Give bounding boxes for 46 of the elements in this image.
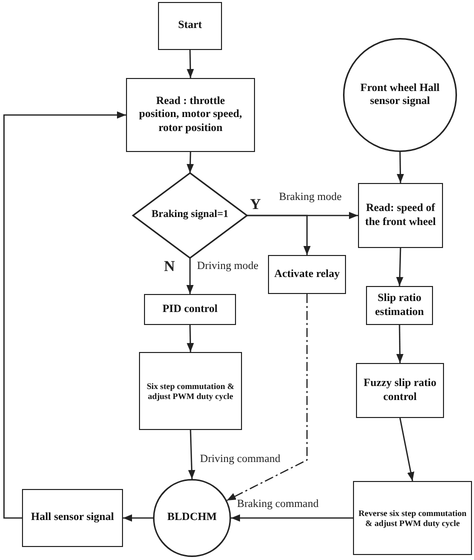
node-text: PID control	[162, 302, 218, 316]
arrow	[123, 514, 153, 522]
arrow	[188, 430, 196, 480]
arrow	[186, 50, 194, 78]
edge-label: Driving command	[199, 453, 282, 466]
node-text: Slip ratio estimation	[374, 292, 425, 319]
node-text: Braking signal=1	[152, 209, 228, 222]
process-box	[158, 2, 222, 50]
node-text: Fuzzy slip ratio control	[362, 377, 438, 404]
process-box	[366, 286, 433, 325]
arrow	[396, 152, 404, 184]
process-box	[268, 255, 346, 294]
process-box	[358, 183, 443, 248]
circle-node	[343, 38, 457, 152]
arrow	[396, 248, 404, 286]
process-box	[356, 363, 444, 418]
arrow	[186, 258, 194, 294]
arrow	[396, 325, 404, 363]
node-text: Read: speed of the front wheel	[364, 202, 437, 229]
decision-diamond	[133, 173, 247, 258]
process-box	[139, 352, 242, 430]
edge-label: Braking command	[236, 498, 320, 511]
node-text: Six step commutation & adjust PWM duty cycle	[146, 380, 236, 402]
dashed-arrow	[226, 294, 308, 501]
arrow	[231, 514, 353, 522]
arrow	[186, 324, 194, 352]
arrow	[186, 152, 194, 174]
node-text: Activate relay	[274, 268, 340, 282]
node-text: BLDCHM	[167, 511, 217, 525]
node-text: Read : throttle position, motor speed, rotor position	[138, 95, 244, 135]
node-text: Hall sensor signal	[31, 511, 114, 525]
process-box	[144, 294, 236, 325]
branch-label: N	[164, 260, 175, 275]
edge-label: Braking mode	[278, 191, 343, 204]
arrow	[3, 111, 126, 519]
edge-label: Driving mode	[196, 260, 260, 273]
process-box	[22, 489, 123, 547]
node-text: Start	[178, 19, 202, 33]
branch-label: Y	[250, 198, 261, 213]
node-text: Front wheel Hall sensor signal	[359, 82, 441, 108]
arrow	[247, 214, 311, 255]
circle-node	[153, 479, 231, 557]
arrow	[399, 418, 414, 482]
process-box	[126, 78, 255, 152]
process-box	[353, 481, 472, 555]
node-text: Reverse six step commutation & adjust PWM duty cycle	[358, 508, 468, 528]
